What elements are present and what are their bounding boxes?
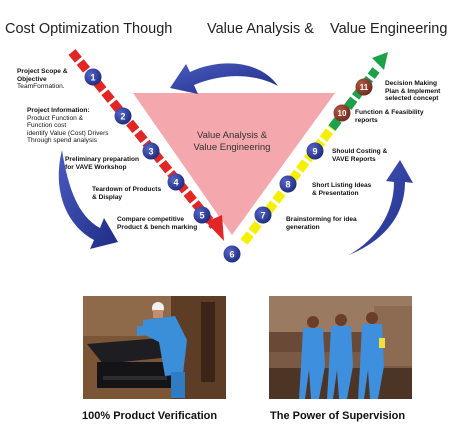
vave-diagram: Value Analysis & Value Engineering 1 2 3… [58, 49, 413, 263]
step-number: 10 [338, 109, 347, 118]
step-label-2: Project Information: Product Function & … [27, 107, 109, 145]
center-title-line2: Value Engineering [194, 142, 271, 153]
step-label-text: Should Costing & [332, 148, 388, 155]
step-circle-1: 1 [84, 68, 102, 86]
step-label-4: Teardown of Products & Display [92, 186, 161, 201]
step-label-text: generation [286, 223, 320, 231]
step-label-text: identify Value (Cost) Drivers [27, 129, 109, 137]
step-number: 8 [285, 180, 290, 190]
title-value-engineering: Value Engineering [330, 21, 448, 37]
step-label-7: Brainstorming for idea generation [286, 216, 357, 231]
product-verification-photo [83, 296, 226, 399]
step-label-text: Product & bench marking [117, 223, 198, 231]
step-number: 11 [360, 83, 369, 92]
step-label-text: Product Function & [27, 114, 84, 122]
caption-power-of-supervision: The Power of Supervision [270, 410, 406, 422]
step-label-1: Project Scope & Objective TeamFormation. [17, 68, 68, 91]
red-arrow-line [68, 49, 218, 229]
step-circle-2: 2 [114, 107, 132, 125]
step-number: 7 [260, 211, 265, 221]
step-label-text: Brainstorming for idea [286, 216, 357, 223]
step-number: 9 [312, 147, 317, 157]
step-number: 3 [148, 147, 153, 157]
step-label-text: & Display [92, 193, 123, 201]
step-label-text: Teardown of Products [92, 186, 162, 193]
step-circle-6: 6 [223, 245, 241, 263]
step-label-10: Function & Feasibility reports [355, 109, 424, 124]
caption-product-verification: 100% Product Verification [82, 410, 218, 422]
step-circle-8: 8 [279, 175, 297, 193]
step-circle-3: 3 [142, 142, 160, 160]
step-label-text: VAVE Reports [332, 155, 376, 163]
step-label-text: Plan & Implement [385, 87, 441, 95]
step-label-text: Function & Feasibility [355, 109, 424, 116]
step-circle-7: 7 [254, 206, 272, 224]
step-label-text: Compare competitive [117, 216, 185, 223]
left-swoosh-arrow [58, 150, 118, 249]
step-label-text: Short Listing Ideas [312, 182, 372, 189]
title-cost-optimization: Cost Optimization Though [5, 21, 173, 37]
center-triangle [133, 93, 335, 235]
step-label-8: Short Listing Ideas & Presentation [312, 182, 371, 197]
green-arrow-line [328, 67, 380, 131]
step-circle-5: 5 [193, 206, 211, 224]
step-circle-4: 4 [167, 173, 185, 191]
supervision-photo [269, 296, 412, 399]
step-label-text: reports [355, 116, 378, 124]
step-label-text: selected concept [385, 95, 439, 103]
step-label-text: for VAVE Workshop [65, 163, 127, 171]
title-value-analysis: Value Analysis & [207, 21, 314, 37]
center-title-line1: Value Analysis & [197, 130, 268, 141]
step-label-text: Decision Making [385, 80, 438, 87]
green-arrow-head [372, 52, 388, 70]
step-circle-10: 10 [333, 104, 351, 122]
step-circle-9: 9 [306, 142, 324, 160]
step-number: 6 [229, 250, 234, 260]
step-label-text: & Presentation [312, 189, 359, 197]
step-label-5: Compare competitive Product & bench mark… [117, 216, 197, 231]
step-label-text: Preliminary preparation [65, 156, 140, 163]
step-label-text: Project Information: [27, 107, 90, 114]
step-number: 2 [120, 112, 125, 122]
step-number: 1 [90, 73, 95, 83]
step-label-text: Function cost [27, 122, 67, 130]
step-label-text: Project Scope & [17, 68, 68, 75]
step-label-text: Objective [17, 75, 47, 83]
step-number: 5 [199, 211, 204, 221]
red-arrow-head [206, 215, 224, 241]
top-swoosh-arrow [170, 63, 278, 94]
step-label-9: Should Costing & VAVE Reports [332, 148, 387, 163]
step-label-11: Decision Making Plan & Implement selecte… [385, 80, 440, 103]
step-label-3: Preliminary preparation for VAVE Worksho… [65, 156, 139, 171]
step-number: 4 [173, 178, 178, 188]
step-label-text: Through spend analysis [27, 137, 98, 145]
step-label-text: TeamFormation. [17, 83, 65, 91]
step-circle-11: 11 [355, 78, 373, 96]
right-swoosh-arrow [349, 160, 413, 255]
